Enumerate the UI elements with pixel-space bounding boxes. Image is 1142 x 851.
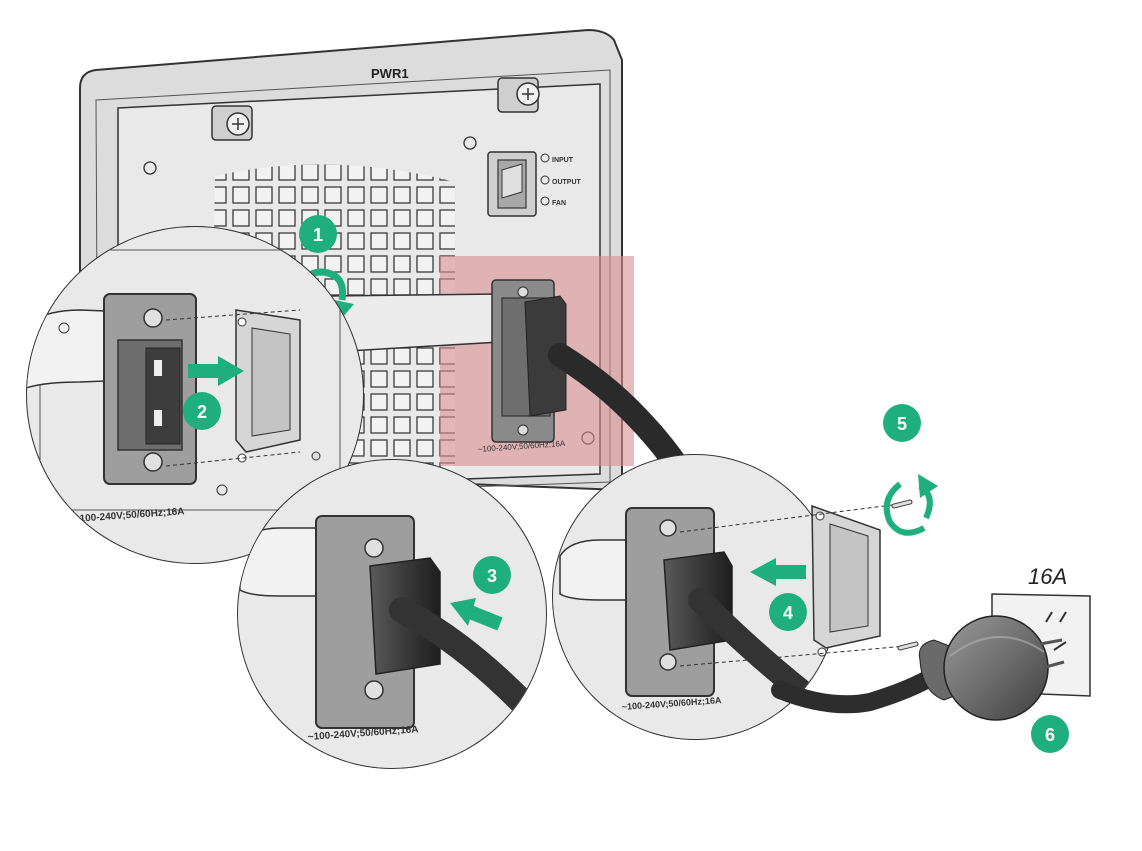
led-label-input: INPUT <box>552 157 574 164</box>
svg-text:3: 3 <box>487 566 497 586</box>
step-badge-1: 1 <box>299 215 337 253</box>
power-cable <box>548 343 692 482</box>
svg-text:4: 4 <box>783 603 793 623</box>
led-label-fan: FAN <box>552 200 566 207</box>
svg-text:1: 1 <box>313 225 323 245</box>
screw-icon[interactable] <box>497 77 540 113</box>
screw-icon[interactable] <box>211 105 253 141</box>
svg-text:5: 5 <box>897 414 907 434</box>
push-arrow-icon <box>750 558 806 586</box>
step-badge-5: 5 <box>883 404 921 442</box>
power-inlet <box>491 279 567 443</box>
plug-rating-label: 16A <box>1028 564 1067 589</box>
detail-view-plug-in: ~100-240V;50/60Hz;16A <box>237 459 547 769</box>
detail-view-remove-bracket: ~100-240V;50/60Hz;16A <box>26 226 364 564</box>
cable-retention-bracket <box>679 503 907 667</box>
power-cable <box>771 666 944 714</box>
push-arrow-icon <box>450 598 503 631</box>
status-leds: INPUT OUTPUT FAN <box>540 153 582 207</box>
step-badge-4: 4 <box>769 593 807 631</box>
power-switch[interactable] <box>487 151 537 217</box>
push-arrow-icon <box>188 356 244 386</box>
psu-label: PWR1 <box>371 66 409 81</box>
screw-icon <box>891 499 919 651</box>
step-badge-6: 6 <box>1031 715 1069 753</box>
svg-text:6: 6 <box>1045 725 1055 745</box>
step-badge-3: 3 <box>473 556 511 594</box>
power-plug-icon <box>918 615 1065 721</box>
led-label-output: OUTPUT <box>552 179 582 186</box>
step-badge-2: 2 <box>183 392 221 430</box>
svg-text:2: 2 <box>197 402 207 422</box>
rotate-icon <box>883 474 938 536</box>
